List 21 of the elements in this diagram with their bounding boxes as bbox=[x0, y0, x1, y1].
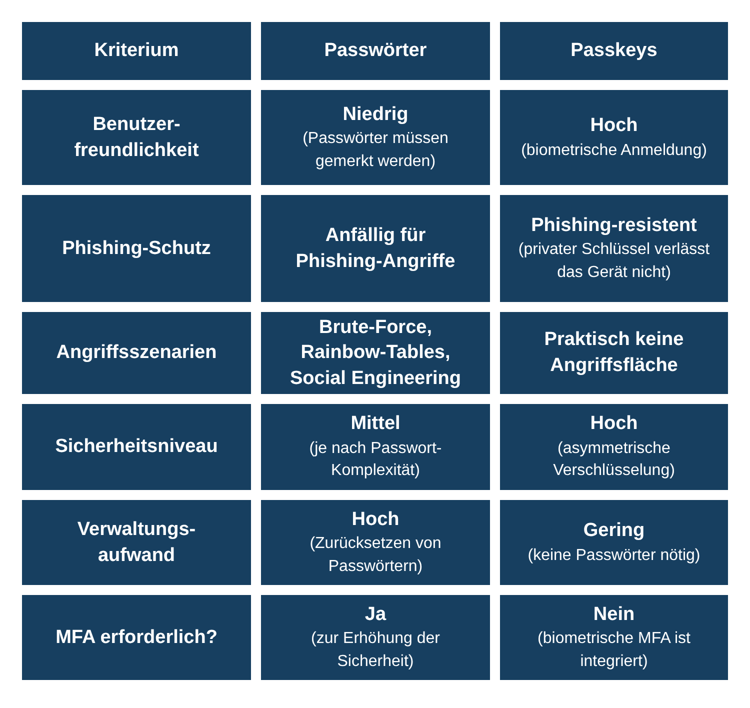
header-cell: Passkeys bbox=[500, 22, 728, 80]
table-cell: Hoch (asymmetrische Verschlüsselung) bbox=[500, 404, 728, 490]
table-cell: Hoch (Zurücksetzen von Passwörtern) bbox=[261, 500, 490, 585]
table-cell: Nein (biometrische MFA ist integriert) bbox=[500, 595, 728, 680]
table-cell: Hoch (biometrische Anmeldung) bbox=[500, 90, 728, 185]
table-cell: Phishing-Schutz bbox=[22, 195, 251, 302]
header-cell: Passwörter bbox=[261, 22, 490, 80]
table-cell: Ja (zur Erhöhung der Sicherheit) bbox=[261, 595, 490, 680]
table-cell: Benutzer- freundlichkeit bbox=[22, 90, 251, 185]
header-cell: Kriterium bbox=[22, 22, 251, 80]
table-cell: Praktisch keine Angriffsfläche bbox=[500, 312, 728, 394]
table-cell: Mittel (je nach Passwort-Komplexität) bbox=[261, 404, 490, 490]
table-cell: Angriffsszenarien bbox=[22, 312, 251, 394]
table-cell: Gering (keine Passwörter nötig) bbox=[500, 500, 728, 585]
table-cell: Sicherheitsniveau bbox=[22, 404, 251, 490]
table-cell: Brute-Force, Rainbow-Tables, Social Engineering bbox=[261, 312, 490, 394]
table-cell: Anfällig für Phishing-Angriffe bbox=[261, 195, 490, 302]
table-cell: Niedrig (Passwörter müssen gemerkt werden) bbox=[261, 90, 490, 185]
table-cell: Verwaltungs- aufwand bbox=[22, 500, 251, 585]
table-cell: MFA erforderlich? bbox=[22, 595, 251, 680]
table-cell: Phishing-resistent (privater Schlüssel verlässt das Gerät nicht) bbox=[500, 195, 728, 302]
